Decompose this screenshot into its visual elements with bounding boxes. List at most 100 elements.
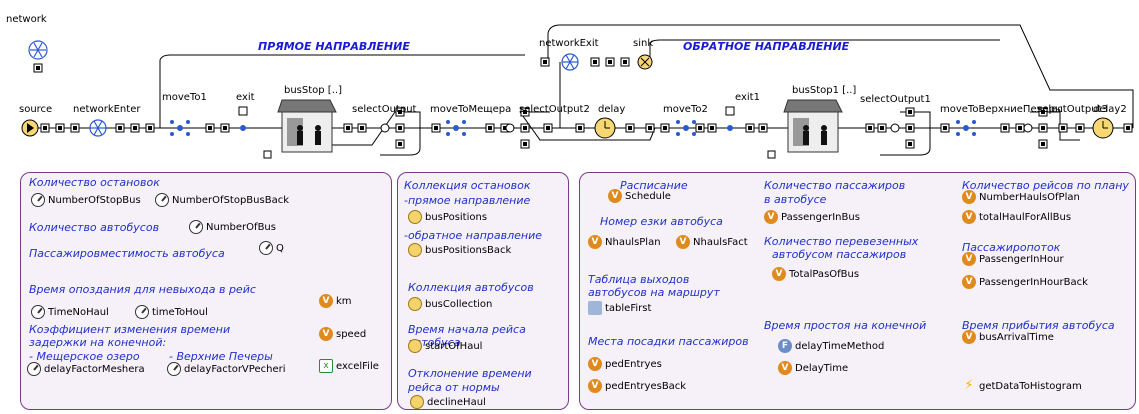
panel-parameters: Количество остановок NumberOfStopBus Num… — [20, 172, 392, 410]
heading-late-time: Время опоздания для невыхода в рейс — [29, 283, 256, 296]
block-network-enter-label: networkEnter — [73, 104, 141, 115]
heading-forward: -прямое направление — [404, 194, 531, 207]
block-move-to2-label: moveTo2 — [663, 104, 708, 115]
sink-icon — [637, 54, 653, 70]
heading-passengers2: в автобусе — [764, 193, 827, 206]
param-delay-meshera[interactable]: delayFactorMeshera — [27, 362, 145, 376]
block-select-output2-label: selectOutput2 — [519, 104, 590, 115]
heading-capacity: Пассажировместимость автобуса — [29, 247, 225, 260]
param-num-bus[interactable]: NumberOfBus — [189, 220, 276, 234]
variable-icon: V — [588, 379, 602, 393]
delay-icon — [594, 117, 616, 139]
heading-table1: Таблица выходов — [588, 273, 690, 286]
param-q[interactable]: Q — [259, 241, 284, 255]
heading-collection-stops: Коллекция остановок — [404, 179, 531, 192]
heading-trips-plan: Количество рейсов по плану — [962, 179, 1129, 192]
network-label: network — [6, 14, 47, 25]
select-output-icons — [380, 123, 1033, 133]
variable-icon: V — [319, 294, 333, 308]
heading-idle: Время простоя на конечной — [764, 319, 927, 332]
block-exit1-label: exit1 — [735, 92, 760, 103]
exit-icon — [238, 106, 248, 116]
collection-icon — [408, 339, 422, 353]
variable-icon: V — [962, 252, 976, 266]
coll-bus-positions-back[interactable]: busPositionsBack — [408, 243, 511, 257]
block-exit-label: exit — [236, 92, 255, 103]
block-move-to-meshchera-label: moveToМещера — [430, 104, 512, 115]
heading-flow: Пассажиропоток — [962, 241, 1061, 254]
block-select-output3-label: selectOutput3 — [1037, 104, 1108, 115]
param-delay-vpecheri[interactable]: delayFactorVPecheri — [167, 362, 285, 376]
heading-lake: - Мещерское озеро — [29, 350, 140, 363]
param-time-no-haul[interactable]: TimeNoHaul — [31, 305, 109, 319]
table-icon — [588, 301, 602, 315]
bus-stop1-icon — [783, 99, 843, 153]
parameter-icon — [167, 362, 181, 376]
network-exit-icon — [561, 53, 579, 71]
block-source-label: source — [19, 104, 53, 115]
heading-arrival: Время прибытия автобуса — [962, 319, 1115, 332]
event-icon: ⚡ — [964, 378, 974, 393]
move-to-icons — [170, 120, 976, 136]
heading-passengers: Количество пассажиров — [764, 179, 906, 192]
heading-trip-number: Номер езки автобуса — [600, 215, 723, 228]
heading-pechery: - Верхние Печеры — [169, 350, 273, 363]
bus-stop-icon — [277, 99, 337, 153]
block-bus-stop-label: busStop [..] — [284, 85, 342, 96]
heading-backward: -обратное направление — [404, 229, 543, 242]
variable-icon: V — [608, 189, 622, 203]
coll-bus-positions[interactable]: busPositions — [408, 210, 487, 224]
heading-coef1: Коэффициент изменения времени — [29, 323, 231, 336]
heading-stops: Количество остановок — [29, 176, 160, 189]
variable-icon: V — [764, 210, 778, 224]
coll-start-of-haul[interactable]: startOfHaul — [408, 339, 482, 353]
coll-decline-haul[interactable]: declineHaul — [410, 395, 486, 409]
heading-deviation2: рейса от нормы — [408, 381, 500, 394]
parameter-icon — [27, 362, 41, 376]
heading-table2: автобусов на маршрут — [588, 286, 720, 299]
coll-bus-collection[interactable]: busCollection — [408, 297, 492, 311]
variable-icon: V — [319, 327, 333, 341]
network-icon — [28, 40, 48, 60]
variable-icon: V — [588, 235, 602, 249]
heading-deviation: Отклонение времени — [408, 367, 532, 380]
param-stop-bus[interactable]: NumberOfStopBus — [31, 193, 141, 207]
heading-buses: Количество автобусов — [29, 221, 160, 234]
param-time-to-houl[interactable]: timeToHoul — [135, 305, 208, 319]
table-first[interactable]: tableFirst — [588, 301, 651, 315]
variable-icon: V — [772, 267, 786, 281]
param-stop-bus-back[interactable]: NumberOfStopBusBack — [155, 193, 289, 207]
block-bus-stop1-label: busStop1 [..] — [792, 85, 857, 96]
parameter-icon — [31, 193, 45, 207]
block-delay-label: delay — [598, 104, 626, 115]
parameter-icon — [155, 193, 169, 207]
event-get-data[interactable]: ⚡getDataToHistogram — [962, 378, 1081, 393]
variable-icon: V — [962, 330, 976, 344]
variable-icon: V — [676, 235, 690, 249]
collection-icon — [408, 297, 422, 311]
variable-icon: V — [962, 190, 976, 204]
network-enter-icon — [89, 119, 107, 137]
collection-icon — [408, 210, 422, 224]
delay2-icon — [1092, 117, 1114, 139]
variable-icon: V — [962, 275, 976, 289]
